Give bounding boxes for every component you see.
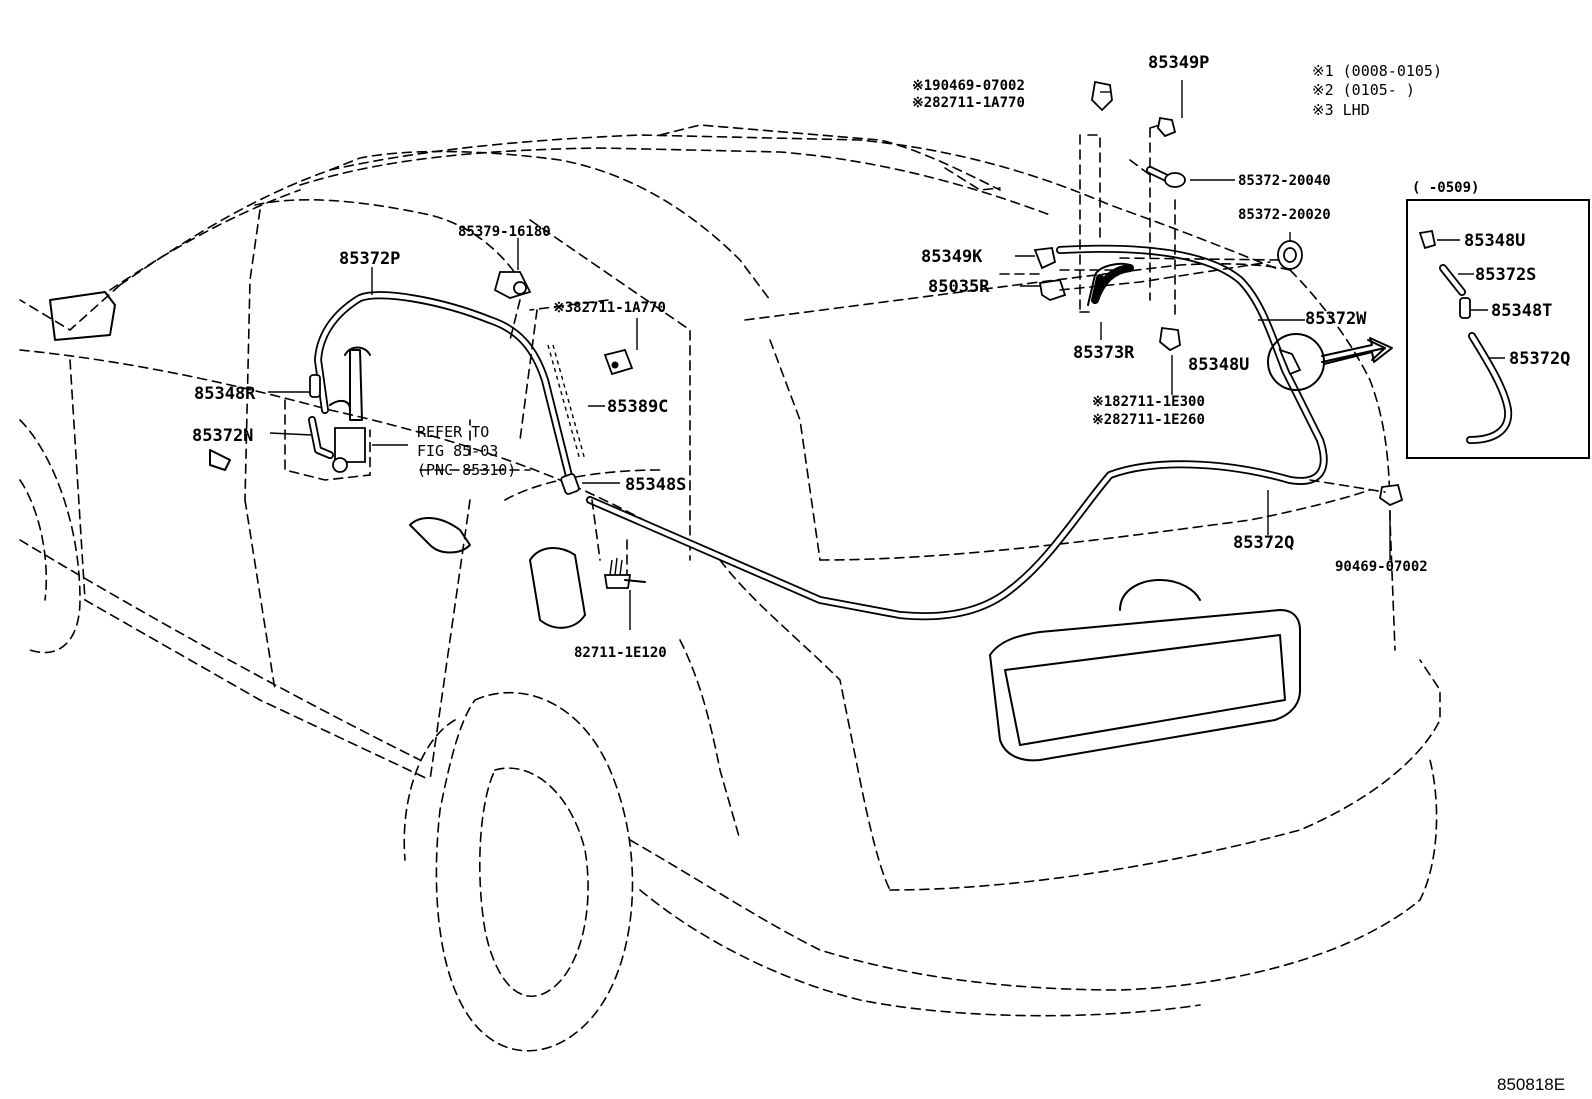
inset-title: ( -0509) [1412,180,1479,196]
label-85035R: 85035R [928,277,990,297]
note-2: ※2 (0105- ) [1312,81,1415,99]
inset-label-85348T: 85348T [1491,301,1552,321]
inset-label-85372Q: 85372Q [1509,349,1570,369]
label-85348S: 85348S [625,475,686,495]
label-85372W: 85372W [1305,309,1367,329]
label-85372P: 85372P [339,249,400,269]
refer-line-3: (PNC 85310) [417,461,516,479]
label-85349K: 85349K [921,247,983,267]
vehicle-body-outline [19,124,1441,1052]
label-82711-1E120: 82711-1E120 [574,645,667,661]
inset-label-85348U: 85348U [1464,231,1525,251]
diagram-id: 850818E [1497,1075,1565,1094]
note-3: ※3 LHD [1312,101,1370,119]
refer-line-2: FIG 85-03 [417,442,498,460]
inset-detail [1406,199,1590,459]
label-85372Q: 85372Q [1233,533,1294,553]
label-85348R: 85348R [194,384,256,404]
label-82711-1E260-n2: ※282711-1E260 [1092,412,1205,428]
label-85348U: 85348U [1188,355,1249,375]
label-90469-07002: 90469-07002 [1335,559,1428,575]
labels: ※1 (0008-0105) ※2 (0105- ) ※3 LHD ( -050… [192,53,1570,1094]
connectors [309,80,1404,589]
label-85372N: 85372N [192,426,253,446]
label-82711-1A770-n2: ※282711-1A770 [912,95,1025,111]
label-85389C: 85389C [607,397,668,417]
label-82711-1E300-n1: ※182711-1E300 [1092,394,1205,410]
leader-lines [268,80,1393,630]
label-85372-20020: 85372-20020 [1238,207,1331,223]
label-90469-07002-n1: ※190469-07002 [912,78,1025,94]
label-85379-16180: 85379-16180 [458,224,551,240]
label-82711-1A770-n3: ※382711-1A770 [553,300,666,316]
washer-tank [284,346,371,481]
label-85349P: 85349P [1148,53,1209,73]
washer-hose-route [308,166,1328,621]
label-85372-20040: 85372-20040 [1238,173,1331,189]
note-1: ※1 (0008-0105) [1312,62,1442,80]
inset-label-85372S: 85372S [1475,265,1536,285]
label-85373R: 85373R [1073,343,1135,363]
refer-line-1: REFER TO [417,423,489,441]
